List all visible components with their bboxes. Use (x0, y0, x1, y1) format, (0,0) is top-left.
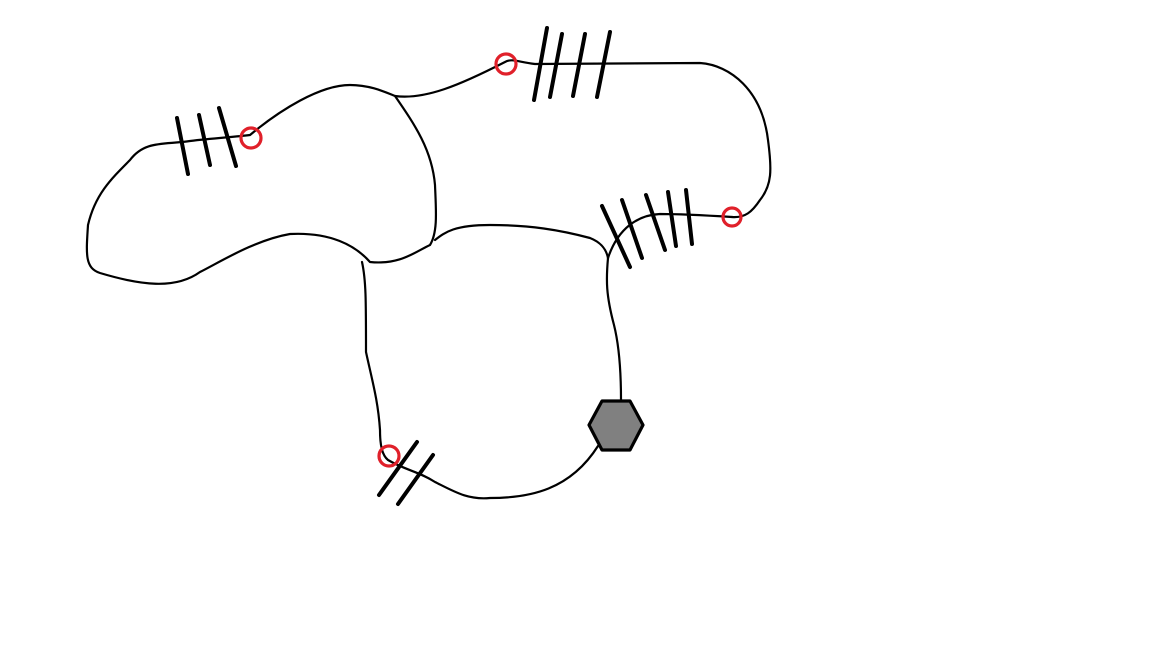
right-drop-path (605, 256, 623, 402)
right-spur-path (606, 212, 734, 260)
ticks-node-d (377, 440, 435, 506)
lower-loop-path (360, 260, 600, 500)
top-loop-path (393, 59, 772, 219)
inner-link-path (433, 223, 610, 260)
gray-hexagon-icon[interactable] (587, 399, 645, 452)
node-c-red-circle-icon[interactable] (721, 206, 743, 228)
ticks-node-c (600, 188, 694, 269)
ticks-node-a (175, 106, 238, 176)
ticks-node-b (532, 26, 612, 102)
node-d-red-circle-icon[interactable] (377, 444, 401, 468)
node-b-red-circle-icon[interactable] (494, 52, 518, 76)
node-a-red-circle-icon[interactable] (239, 126, 263, 150)
left-loop-path (85, 83, 438, 285)
